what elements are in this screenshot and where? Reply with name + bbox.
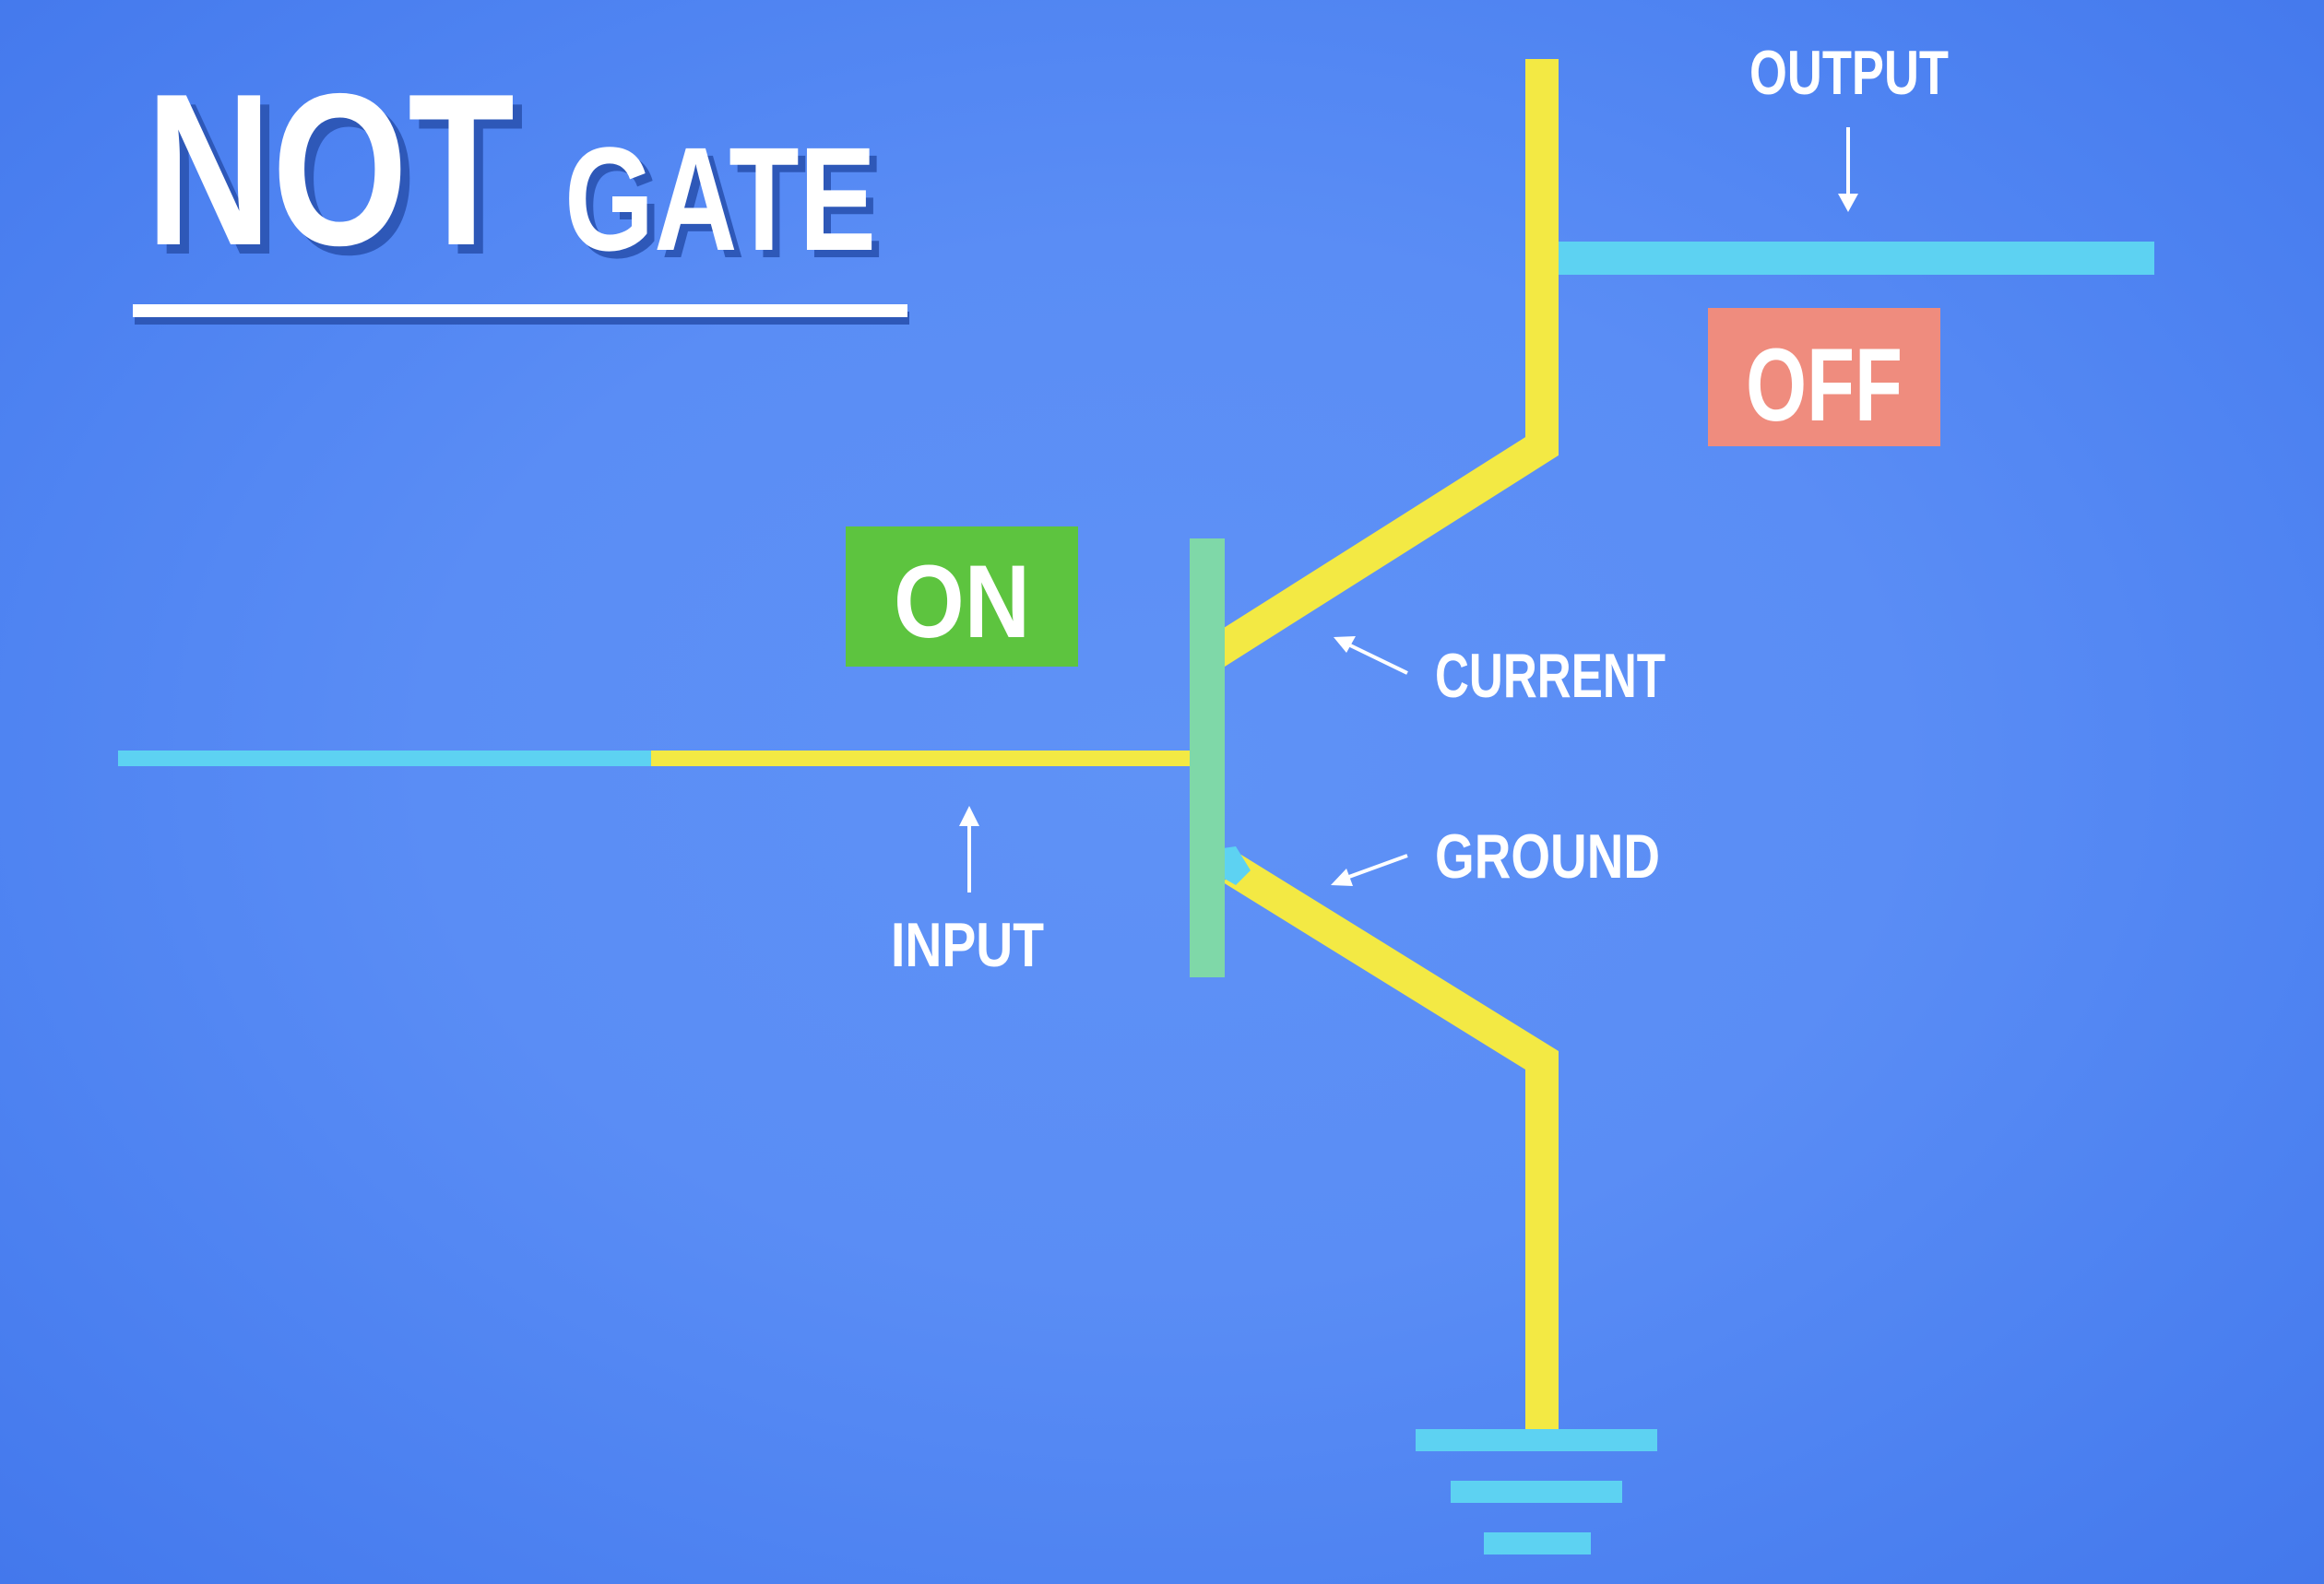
input-label-group: INPUT bbox=[891, 806, 1044, 980]
input-state-badge: ON bbox=[846, 526, 1078, 667]
ground-arrow-icon bbox=[1331, 854, 1408, 886]
input-arrow-icon bbox=[959, 806, 979, 892]
on-badge-bg bbox=[846, 526, 1078, 667]
ground-label: GROUND bbox=[1435, 822, 1660, 892]
emitter-connector bbox=[1223, 846, 1251, 885]
input-label: INPUT bbox=[891, 910, 1044, 980]
input-wire-inactive-segment bbox=[118, 751, 651, 766]
ground-bar-3 bbox=[1484, 1532, 1591, 1554]
output-label-group: OUTPUT bbox=[1749, 38, 1949, 212]
title-underline bbox=[133, 304, 907, 317]
off-badge-bg bbox=[1708, 308, 1940, 446]
ground-label-group: GROUND bbox=[1331, 822, 1660, 892]
title-sub: GATE bbox=[564, 116, 876, 281]
output-label: OUTPUT bbox=[1749, 38, 1949, 108]
input-wire bbox=[118, 751, 1195, 766]
ground-bar-2 bbox=[1451, 1481, 1622, 1503]
transistor-base bbox=[1190, 538, 1225, 977]
title-main: NOT bbox=[146, 48, 515, 290]
title-group: NOT NOT GATE GATE bbox=[133, 48, 909, 325]
current-label-group: CURRENT bbox=[1334, 636, 1666, 711]
output-state-badge: OFF bbox=[1708, 308, 1940, 446]
ground-bar-1 bbox=[1416, 1429, 1657, 1451]
ground-symbol bbox=[1416, 1429, 1657, 1554]
output-wire bbox=[1559, 242, 2154, 275]
output-arrow-icon bbox=[1838, 127, 1858, 212]
input-wire-active-segment bbox=[651, 751, 1195, 766]
title-sub-shadow: GATE bbox=[572, 124, 883, 289]
emitter-wire bbox=[1223, 854, 1559, 1434]
current-arrow-icon bbox=[1334, 636, 1408, 675]
off-badge-text: OFF bbox=[1746, 327, 1903, 443]
on-badge-text: ON bbox=[894, 544, 1030, 659]
collector-wire bbox=[1206, 59, 1559, 668]
title-main-shadow: NOT bbox=[155, 57, 524, 300]
current-label: CURRENT bbox=[1435, 641, 1666, 711]
